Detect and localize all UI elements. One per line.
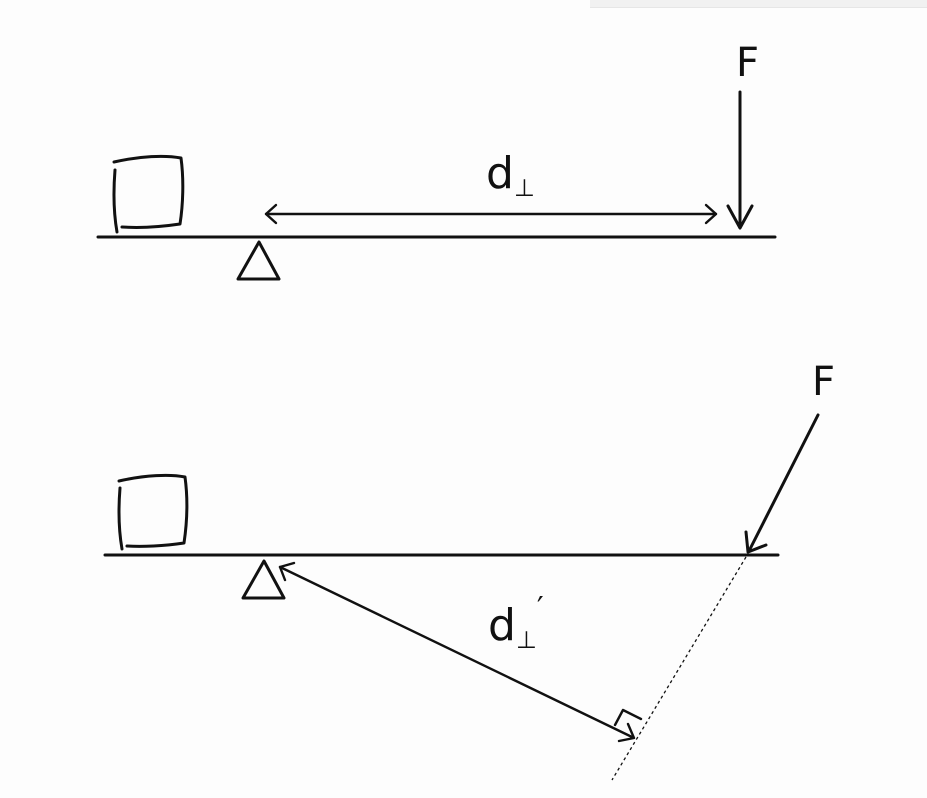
force-line-of-action-extension bbox=[611, 556, 747, 781]
top-force-label: F bbox=[736, 40, 759, 86]
bottom-distance-arrowhead-left bbox=[278, 561, 296, 582]
bottom-force-arrowhead bbox=[744, 530, 768, 554]
bottom-panel: F d⊥′ bbox=[103, 359, 835, 781]
top-distance-arrowhead-right bbox=[704, 203, 718, 225]
bottom-force-arrow-line bbox=[747, 413, 820, 553]
top-distance-arrowhead-left bbox=[264, 203, 278, 225]
top-panel: F d⊥ bbox=[96, 40, 777, 281]
bottom-load-box bbox=[117, 473, 189, 551]
bottom-distance-arrowhead-right bbox=[617, 722, 636, 743]
top-fulcrum bbox=[236, 240, 281, 281]
top-load-box bbox=[112, 154, 185, 234]
right-angle-marker bbox=[613, 708, 643, 727]
window-edge bbox=[590, 0, 927, 8]
top-force-arrowhead bbox=[726, 204, 754, 230]
bottom-fulcrum bbox=[241, 559, 286, 600]
top-distance-label: d⊥ bbox=[486, 148, 535, 202]
bottom-distance-arrow-line bbox=[278, 565, 634, 739]
bottom-distance-label: d⊥′ bbox=[488, 591, 544, 654]
bottom-force-label: F bbox=[812, 359, 835, 405]
